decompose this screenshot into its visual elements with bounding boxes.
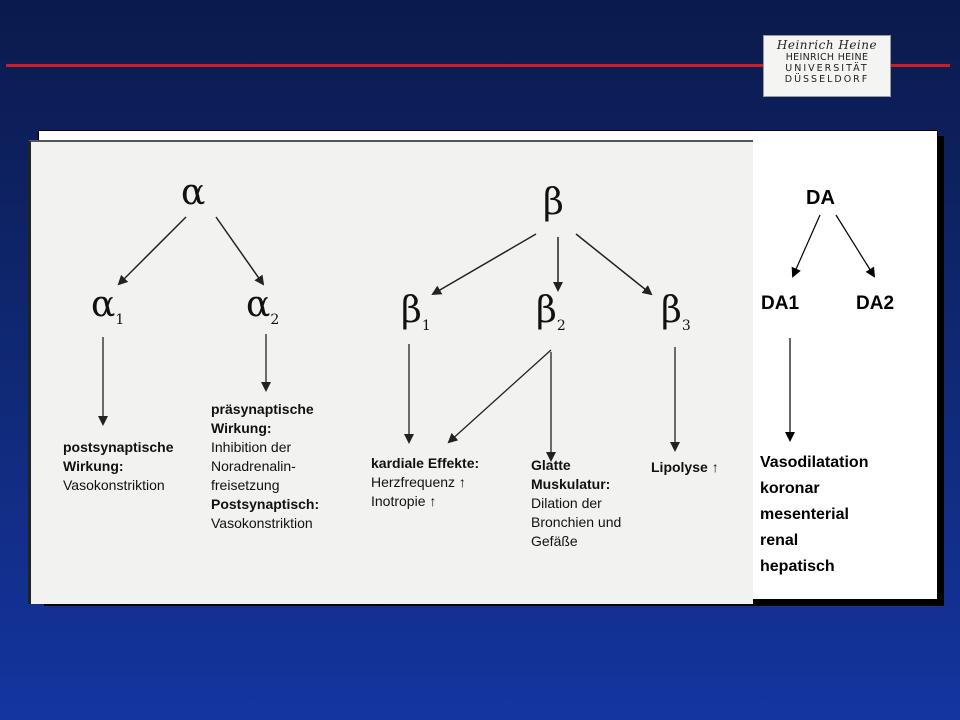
da1-label: DA1 xyxy=(761,293,800,314)
alpha2-effect-subtitle: Wirkung: xyxy=(211,420,272,436)
scanned-receptor-diagram: α α1 α2 postsynaptische Wirkung: Vasokon… xyxy=(28,140,753,604)
beta2-label: β2 xyxy=(536,290,566,334)
beta2-effect-title: Glatte xyxy=(531,457,571,473)
alpha2-postsynaptic-title: Postsynaptisch: xyxy=(211,496,320,512)
arrow-alpha-to-alpha2 xyxy=(215,216,265,286)
beta3-symbol: β xyxy=(661,290,682,331)
beta2-symbol: β xyxy=(536,290,557,331)
logo-line-3: DÜSSELDORF xyxy=(784,74,870,85)
da1-effect-renal: renal xyxy=(760,532,799,549)
alpha2-effect-line2: Noradrenalin- xyxy=(211,458,296,474)
logo-line-1: HEINRICH HEINE xyxy=(785,52,869,63)
alpha1-subscript: 1 xyxy=(115,312,125,329)
alpha2-label: α2 xyxy=(246,284,279,328)
beta1-effect-line1: Herzfrequenz ↑ xyxy=(371,474,466,490)
beta3-effect-title: Lipolyse xyxy=(651,459,708,475)
alpha2-effect-title: präsynaptische xyxy=(211,401,314,417)
beta2-effect-subtitle: Muskulatur: xyxy=(531,476,611,492)
da1-effect-koronar: koronar xyxy=(760,480,820,497)
alpha2-effect-line3: freisetzung xyxy=(211,477,280,493)
alpha1-effect-title: postsynaptische xyxy=(63,439,174,455)
beta1-effect-line2: Inotropie ↑ xyxy=(371,493,437,509)
alpha2-symbol: α xyxy=(246,284,271,325)
university-logo: Heinrich Heine HEINRICH HEINE UNIVERSITÄ… xyxy=(763,35,891,97)
beta1-effect: kardiale Effekte: Herzfrequenz ↑ Inotrop… xyxy=(371,454,479,511)
da1-effect-mesenterial: mesenterial xyxy=(760,506,849,523)
alpha2-effect: präsynaptische Wirkung: Inhibition der N… xyxy=(211,400,319,533)
arrow-beta-to-beta3 xyxy=(575,233,653,296)
alpha-root: α xyxy=(181,172,206,213)
beta2-effect: Glatte Muskulatur: Dilation der Bronchie… xyxy=(531,456,621,551)
alpha1-effect-text: Vasokonstriktion xyxy=(63,477,165,493)
beta3-effect: Lipolyse ↑ xyxy=(651,458,719,477)
beta2-effect-line2: Bronchien und xyxy=(531,514,622,530)
beta1-label: β1 xyxy=(401,290,431,334)
alpha1-symbol: α xyxy=(91,284,116,325)
beta2-effect-line3: Gefäße xyxy=(531,533,578,549)
arrow-beta-to-beta1 xyxy=(431,233,537,296)
title-rule xyxy=(6,64,950,67)
alpha2-effect-line1: Inhibition der xyxy=(211,439,292,455)
logo-line-2: UNIVERSITÄT xyxy=(785,63,869,74)
alpha2-subscript: 2 xyxy=(270,312,280,329)
alpha1-effect-subtitle: Wirkung: xyxy=(63,458,124,474)
receptor-arrows xyxy=(98,216,680,462)
da1-effects-list: Vasodilatation koronar mesenterial renal… xyxy=(760,450,868,580)
alpha1-effect: postsynaptische Wirkung: Vasokonstriktio… xyxy=(63,438,173,495)
beta1-symbol: β xyxy=(401,290,422,331)
arrow-alpha-to-alpha1 xyxy=(117,216,187,286)
beta3-effect-arrow: ↑ xyxy=(711,459,719,475)
alpha2-effect-line4: Vasokonstriktion xyxy=(211,515,313,531)
beta1-effect-title: kardiale Effekte: xyxy=(371,455,480,471)
alpha1-label: α1 xyxy=(91,284,124,328)
da2-label: DA2 xyxy=(856,293,895,314)
beta-root: β xyxy=(543,182,564,223)
da1-effect-vasodilatation: Vasodilatation xyxy=(760,454,869,471)
logo-signature: Heinrich Heine xyxy=(776,38,878,52)
beta2-effect-line1: Dilation der xyxy=(531,495,602,511)
arrow-beta2-to-cardiac xyxy=(447,349,552,444)
da-root: DA xyxy=(806,187,835,209)
beta3-subscript: 3 xyxy=(681,318,691,335)
beta1-subscript: 1 xyxy=(421,318,431,335)
beta2-subscript: 2 xyxy=(556,318,566,335)
beta3-label: β3 xyxy=(661,290,691,334)
da1-effect-hepatisch: hepatisch xyxy=(760,558,835,575)
